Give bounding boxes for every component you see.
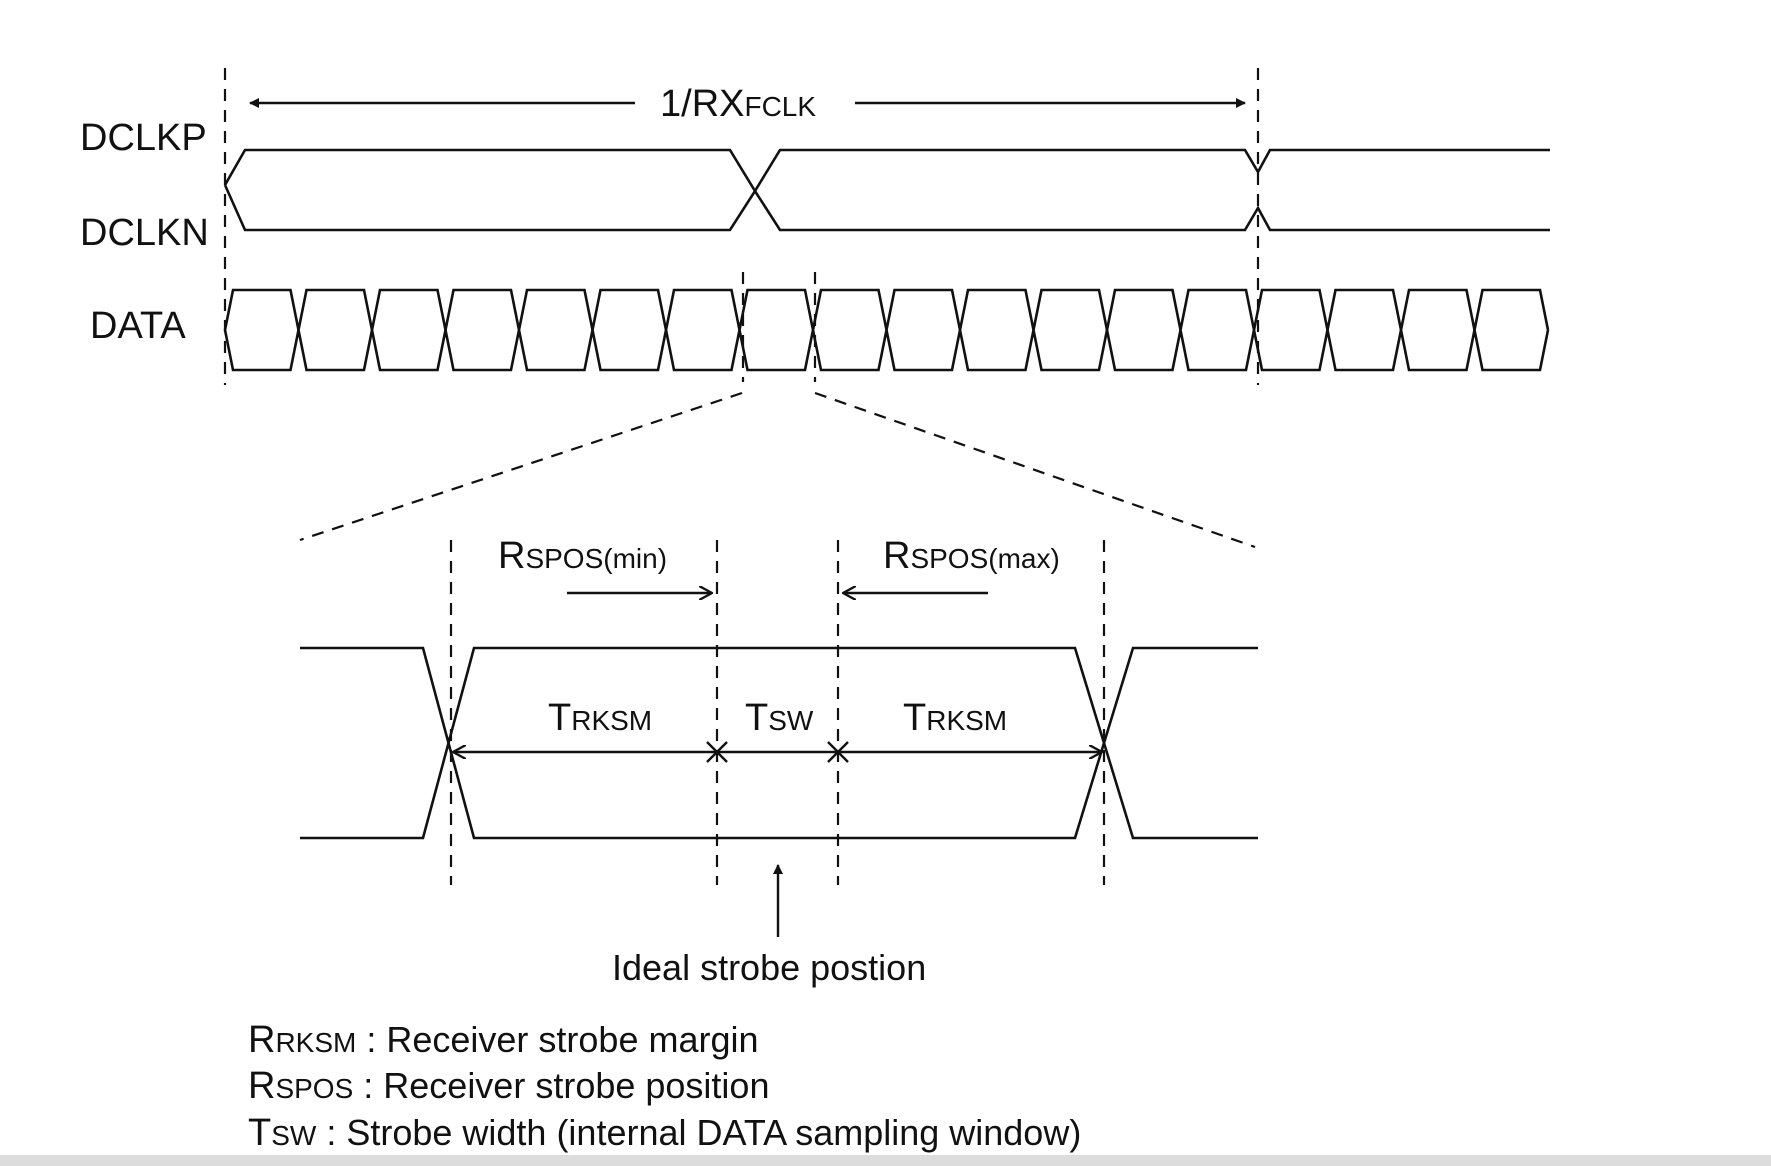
bottom-border [0, 1155, 1771, 1166]
trksm-left-label: TRKSM [548, 697, 652, 739]
dclkp-label: DCLKP [80, 117, 207, 159]
legend-item-tsw: TSW : Strobe width (internal DATA sampli… [248, 1112, 1081, 1154]
clock-waveform [223, 148, 1550, 232]
period-label: 1/RXFCLK [660, 83, 816, 125]
legend-item-rspos: RSPOS : Receiver strobe position [248, 1065, 769, 1107]
zoomed-eye [300, 646, 1258, 840]
ideal-strobe-label: Ideal strobe postion [612, 947, 926, 988]
trksm-right-label: TRKSM [903, 697, 1007, 739]
legend: RRKSM : Receiver strobe margin RSPOS : R… [248, 1019, 1081, 1154]
dclkn-label: DCLKN [80, 212, 209, 254]
tsw-x-marks [706, 741, 849, 763]
zoom-line-left [299, 391, 743, 542]
data-waveform [223, 288, 1550, 372]
rspos-max-label: RSPOS(max) [883, 535, 1060, 577]
tsw-label: TSW [745, 697, 814, 739]
rspos-min-label: RSPOS(min) [498, 535, 667, 577]
legend-item-rrksm: RRKSM : Receiver strobe margin [248, 1019, 759, 1061]
data-label: DATA [90, 305, 186, 347]
zoom-line-right [814, 391, 1256, 549]
